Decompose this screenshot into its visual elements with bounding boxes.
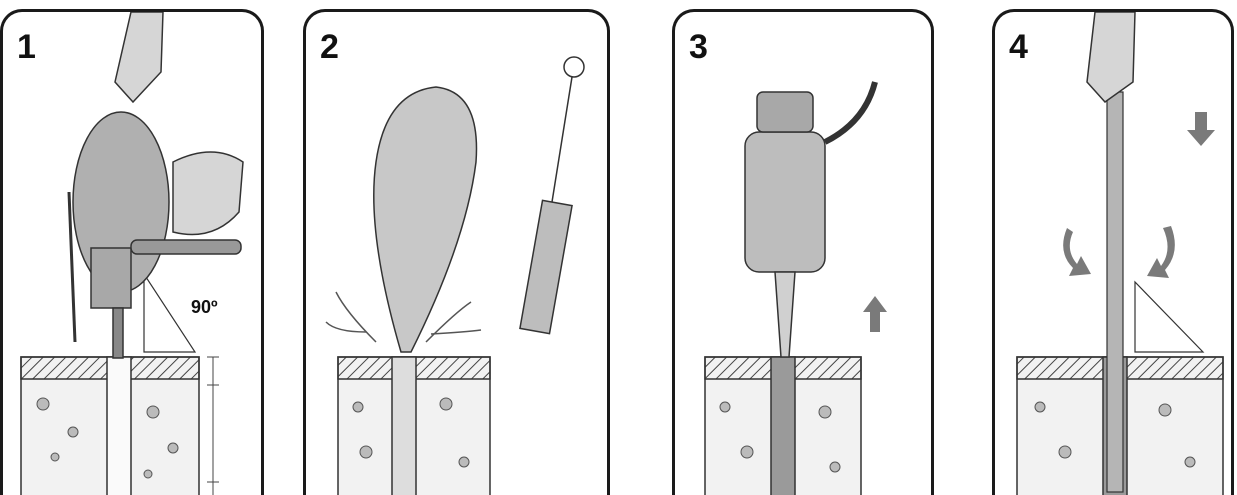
dimension-ticks [207,357,219,495]
right-angle-triangle [144,274,195,352]
concrete-block [21,357,199,495]
step-panel-3: 3 [672,9,934,495]
concrete-block [705,357,861,495]
injection-illustration [675,12,934,495]
rod-insertion-illustration [995,12,1234,495]
step-panel-1: 1 [0,9,264,495]
blow-pump [374,87,477,352]
step-panel-2: 2 [303,9,610,495]
step-panel-4: 4 [992,9,1234,495]
cleaning-brush [520,57,584,334]
hand-shape [1087,12,1135,102]
drilling-illustration [3,12,264,495]
dispenser-gun [745,82,875,357]
concrete-block [338,357,490,495]
up-arrow-icon [863,296,887,332]
cleaning-illustration [306,12,610,495]
down-arrow-icon [1187,112,1215,146]
hammer-drill [69,112,241,358]
angle-label: 90º [191,297,218,318]
right-angle-triangle [1135,282,1203,352]
threaded-rod [1107,92,1123,492]
